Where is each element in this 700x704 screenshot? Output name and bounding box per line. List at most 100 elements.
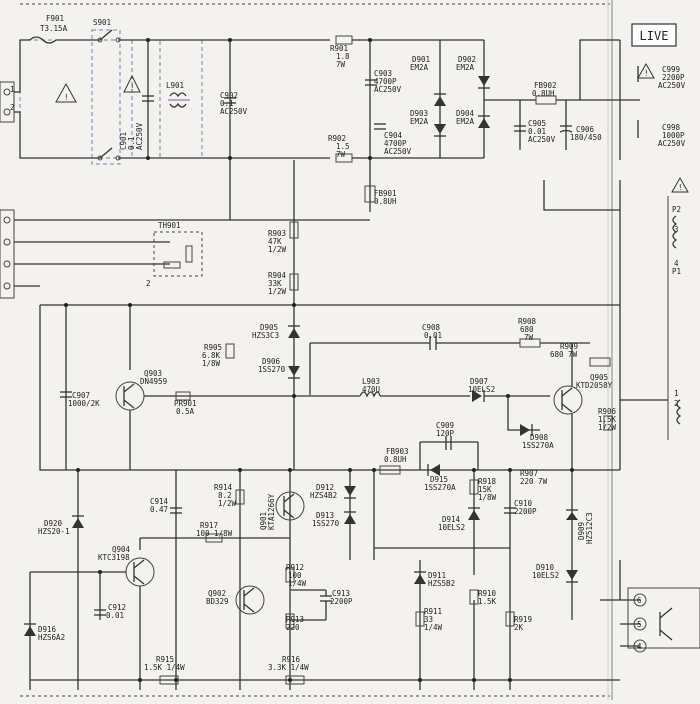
resistor-r904: R904 33K 1/2W [268,271,299,296]
capacitor-c907: C907 1000/2K [60,391,100,408]
zener-d911: D911 HZS5B2 [414,571,455,588]
svg-text:10ELS2: 10ELS2 [468,385,495,394]
capacitor-c999: C999 2200P AC250V [637,65,686,90]
svg-text:KTC3198: KTC3198 [98,553,130,562]
svg-text:10ELS2: 10ELS2 [438,523,465,532]
capacitor-c905: C905 0.01 AC250V [514,119,556,144]
svg-text:!: ! [130,83,135,92]
resistor-r916: R916 3.3K 1/4W [268,655,309,685]
svg-text:R907: R907 [520,469,538,478]
svg-text:D913: D913 [316,511,334,520]
transformer-primary: P2 P1 3 4 1 2 [667,196,682,440]
svg-text:1000P: 1000P [662,131,685,140]
svg-text:1000/2K: 1000/2K [68,399,100,408]
svg-text:1SS270: 1SS270 [312,519,340,528]
svg-text:1/8W: 1/8W [202,359,221,368]
svg-text:1: 1 [674,389,679,398]
svg-text:220: 220 [286,623,300,632]
svg-text:S901: S901 [93,18,111,27]
svg-text:1.5K 1/4W: 1.5K 1/4W [144,663,185,672]
svg-text:6: 6 [637,596,642,605]
degauss-connector [0,209,15,299]
svg-text:R903: R903 [268,229,286,238]
svg-text:HZ512C3: HZ512C3 [585,512,594,544]
svg-text:EM2A: EM2A [410,117,429,126]
svg-text:L901: L901 [166,81,184,90]
svg-text:0.1: 0.1 [127,136,136,150]
svg-text:D910: D910 [536,563,555,572]
svg-text:120P: 120P [436,429,455,438]
svg-text:470U: 470U [362,385,380,394]
diode-d907: D907 10ELS2 [468,377,495,402]
capacitor-c904: C904 4700P AC250V [374,123,412,156]
svg-text:6.8K: 6.8K [202,351,221,360]
diode-d910: D910 10ELS2 [532,563,578,583]
svg-text:KTA1266Y: KTA1266Y [267,493,276,530]
svg-text:!: ! [678,183,683,192]
svg-text:10ELS2: 10ELS2 [532,571,559,580]
svg-text:C914: C914 [150,497,169,506]
svg-text:3: 3 [674,225,679,234]
svg-text:LIVE: LIVE [640,29,669,43]
svg-text:D904: D904 [456,109,475,118]
svg-text:C909: C909 [436,421,454,430]
svg-text:1SS270A: 1SS270A [424,483,456,492]
svg-text:1/2W: 1/2W [218,499,237,508]
transistor-q902: Q902 BD329 [206,585,265,615]
svg-text:HZS3C3: HZS3C3 [252,331,279,340]
svg-text:100: 100 [288,571,302,580]
zener-d920: D920 HZS20-1 [38,470,84,690]
svg-text:0.01: 0.01 [528,127,546,136]
fuse-box-outline [19,39,133,159]
svg-text:Q902: Q902 [208,589,226,598]
svg-text:1SS270: 1SS270 [258,365,286,374]
svg-text:2: 2 [10,103,15,112]
svg-text:HZS5B2: HZS5B2 [428,579,455,588]
svg-text:33K: 33K [268,279,282,288]
svg-text:1.8: 1.8 [336,52,350,61]
resistor-r919: R919 2K [505,611,532,632]
q905-wires [507,343,668,470]
svg-text:2: 2 [146,279,151,288]
mains-wires [14,39,330,159]
svg-text:3.3K 1/4W: 3.3K 1/4W [268,663,309,672]
ferrite-fb903: FB903 0.8UH [379,447,409,475]
svg-text:7W: 7W [336,150,346,159]
svg-text:1/2W: 1/2W [268,287,287,296]
svg-text:R909: R909 [560,342,578,351]
diode-d902: D902 EM2A [456,55,490,89]
svg-text:EM2A: EM2A [456,63,475,72]
svg-text:4700P: 4700P [384,139,407,148]
inductor-l903: L903 470U [359,377,381,398]
resistor-r909: R909 680 7W [550,342,611,367]
resistor-r911: R911 33 1/4W [415,607,443,632]
svg-text:EM2A: EM2A [410,63,429,72]
resistor-r908: R908 680 7W [518,317,541,348]
svg-text:Q903: Q903 [144,369,162,378]
fuse-f901: F901 T3.15A [29,14,68,44]
zener-d916: D916 HZS6A2 [24,623,65,642]
resistor-r907: R907 220 7W [520,469,548,486]
svg-text:2200P: 2200P [662,73,685,82]
svg-text:L903: L903 [362,377,380,386]
svg-text:D915: D915 [430,475,448,484]
svg-text:100 1/8W: 100 1/8W [196,529,233,538]
capacitor-c906: C906 180/450 [559,125,602,142]
svg-text:4: 4 [674,259,679,268]
svg-text:C913: C913 [332,589,350,598]
junctions [64,38,574,682]
switch-s901: S901 [93,18,121,161]
svg-text:AC250V: AC250V [528,135,556,144]
transistor-q903: Q903 DN4959 [115,369,167,411]
resistor-r903: R903 47K 1/2W [268,221,299,254]
capacitor-c908: C908 0.01 [422,323,442,350]
svg-text:AC250V: AC250V [658,81,686,90]
ferrite-fb901: FB901 0.8UH [364,158,397,212]
resistor-r905: R905 6.8K 1/8W [202,343,235,368]
warning-icon: ! [637,62,655,79]
c908-line [309,342,590,395]
svg-text:D920: D920 [44,519,63,528]
resistor-r917: R917 100 1/8W [196,521,233,543]
svg-text:PR901: PR901 [174,399,197,408]
